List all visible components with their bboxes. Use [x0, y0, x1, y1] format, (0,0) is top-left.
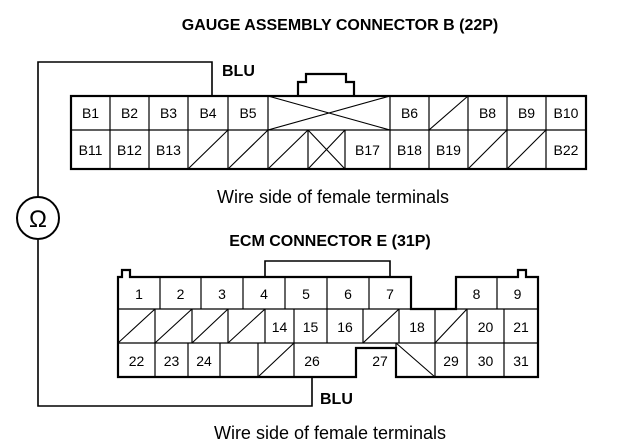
pin-b9: B9 [518, 105, 535, 121]
connector-b-title: GAUGE ASSEMBLY CONNECTOR B (22P) [182, 17, 499, 34]
pin-b4: B4 [199, 105, 216, 121]
pin-e29: 29 [443, 353, 459, 369]
pin-e22: 22 [129, 353, 145, 369]
pin-e4: 4 [260, 286, 268, 302]
pin-b13: B13 [156, 142, 181, 158]
pin-b1: B1 [82, 105, 99, 121]
pin-e16: 16 [337, 319, 353, 335]
pin-e3: 3 [218, 286, 226, 302]
pin-e2: 2 [177, 286, 185, 302]
pin-e23: 23 [164, 353, 180, 369]
pin-e24: 24 [196, 353, 212, 369]
pin-b22: B22 [554, 142, 579, 158]
pin-e20: 20 [478, 319, 494, 335]
connector-e-title: ECM CONNECTOR E (31P) [229, 233, 431, 250]
pin-e7: 7 [386, 286, 394, 302]
connector-b: B1 B2 B3 B4 B5 B6 B8 B9 B10 B11 B12 B13 … [69, 72, 588, 171]
pin-e6: 6 [344, 286, 352, 302]
pin-b18: B18 [397, 142, 422, 158]
pin-e5: 5 [302, 286, 310, 302]
connector-e: 1 2 3 4 5 6 7 8 9 14 15 16 18 20 21 22 2… [116, 260, 540, 379]
pin-e30: 30 [478, 353, 494, 369]
ohm-symbol: Ω [29, 206, 47, 233]
pin-b19: B19 [436, 142, 461, 158]
pin-b3: B3 [160, 105, 177, 121]
pin-b8: B8 [479, 105, 496, 121]
pin-e9: 9 [514, 286, 522, 302]
connector-e-caption: Wire side of female terminals [214, 423, 446, 443]
wire-label-top: BLU [222, 63, 255, 80]
pin-e18: 18 [409, 319, 425, 335]
test-wire [37, 61, 313, 407]
pin-b5: B5 [239, 105, 256, 121]
pin-e21: 21 [513, 319, 529, 335]
pin-b11: B11 [79, 142, 103, 158]
pin-e31: 31 [513, 353, 529, 369]
pin-e15: 15 [303, 319, 319, 335]
pin-e14: 14 [272, 319, 288, 335]
pin-e8: 8 [473, 286, 481, 302]
pin-b12: B12 [117, 142, 142, 158]
wire-label-bottom: BLU [320, 391, 353, 408]
connector-b-caption: Wire side of female terminals [217, 187, 449, 207]
ohmmeter-icon: Ω [16, 196, 60, 240]
pin-b17: B17 [355, 142, 380, 158]
pin-b10: B10 [554, 105, 579, 121]
pin-e27: 27 [372, 353, 388, 369]
pin-b2: B2 [121, 105, 138, 121]
pin-e26: 26 [304, 353, 320, 369]
pin-b6: B6 [401, 105, 418, 121]
pin-e1: 1 [135, 286, 143, 302]
